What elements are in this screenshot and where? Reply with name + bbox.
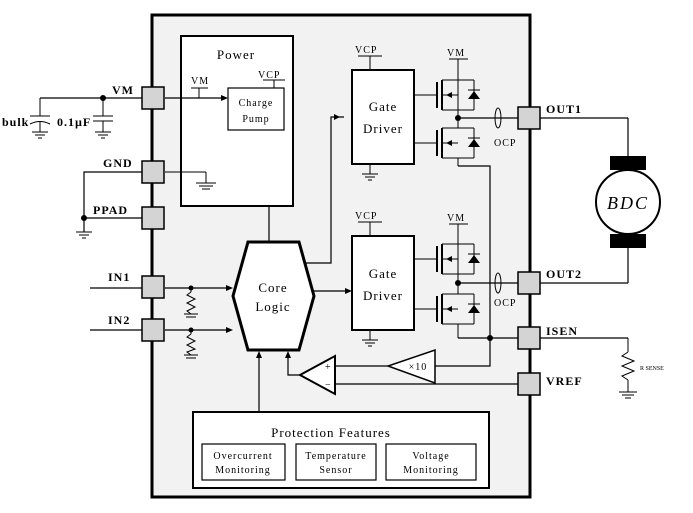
bridge-top-vm: VM bbox=[447, 48, 465, 59]
power-vm-label: VM bbox=[191, 76, 209, 87]
bridge-bottom: VM OCP bbox=[414, 213, 518, 338]
bridge-top-ocp: OCP bbox=[494, 138, 516, 149]
gd-bottom-arrow-icon bbox=[345, 288, 352, 294]
pin-ppad bbox=[141, 206, 165, 230]
pin-out2 bbox=[517, 271, 541, 295]
pin-in2-label: IN2 bbox=[108, 313, 130, 327]
core-logic-line2: Logic bbox=[255, 299, 290, 314]
gate-driver-top-vcp: VCP bbox=[355, 45, 377, 56]
vm-arrow-icon bbox=[221, 95, 228, 101]
gate-driver-bottom-vcp: VCP bbox=[355, 211, 377, 222]
cap-label: 0.1µF bbox=[57, 115, 91, 129]
protection-overcurrent-line2: Monitoring bbox=[215, 465, 271, 476]
gate-driver-bottom: VCP Gate Driver bbox=[351, 211, 415, 347]
pin-in2 bbox=[141, 318, 165, 342]
bridge-top: VM OCP bbox=[414, 48, 518, 338]
comparator-plus: + bbox=[325, 362, 332, 373]
rsense-label: R SENSE bbox=[640, 366, 664, 372]
pin-in1-label: IN1 bbox=[108, 270, 130, 284]
power-title: Power bbox=[217, 47, 255, 62]
motor-icon: BDC bbox=[595, 156, 661, 248]
comparator-minus: − bbox=[325, 380, 332, 391]
gate-driver-top: VCP Gate Driver bbox=[351, 45, 415, 181]
rsense-resistor-icon bbox=[619, 338, 637, 399]
protection-voltage-line1: Voltage bbox=[412, 451, 449, 462]
pin-out1 bbox=[517, 106, 541, 130]
protection-voltage bbox=[385, 443, 477, 481]
bulk-capacitor-icon bbox=[29, 98, 51, 139]
protection-features: Protection Features Overcurrent Monitori… bbox=[192, 411, 490, 489]
charge-pump-line2: Pump bbox=[242, 114, 269, 125]
ocp-sense-top-icon bbox=[494, 107, 502, 129]
gate-driver-top-line1: Gate bbox=[369, 99, 398, 114]
amplifier-gain: ×10 bbox=[409, 362, 428, 373]
protection-voltage-line2: Monitoring bbox=[403, 465, 459, 476]
pin-gnd-label: GND bbox=[103, 156, 133, 170]
pin-vref-label: VREF bbox=[546, 374, 583, 388]
pin-vm bbox=[141, 86, 165, 110]
protection-temperature bbox=[295, 443, 377, 481]
in2-arrow-icon bbox=[226, 327, 233, 333]
charge-pump-line1: Charge bbox=[239, 98, 274, 109]
pin-ppad-label: PPAD bbox=[93, 203, 128, 217]
gate-driver-bottom-line1: Gate bbox=[369, 266, 398, 281]
core-logic-line1: Core bbox=[258, 280, 287, 295]
pin-out2-label: OUT2 bbox=[546, 267, 582, 281]
pin-isen bbox=[517, 326, 541, 350]
pin-isen-label: ISEN bbox=[546, 324, 578, 338]
cap-0.1uf-icon bbox=[93, 98, 113, 139]
pin-gnd bbox=[141, 160, 165, 184]
power-ground-icon bbox=[165, 171, 216, 190]
gd-top-arrow-icon bbox=[334, 114, 340, 120]
pin-vref bbox=[517, 372, 541, 396]
protection-overcurrent-line1: Overcurrent bbox=[213, 451, 272, 462]
core-logic: Core Logic bbox=[231, 240, 316, 352]
gnd-external-ground-icon bbox=[76, 171, 142, 239]
protection-title: Protection Features bbox=[271, 425, 391, 440]
protection-overcurrent bbox=[201, 443, 286, 481]
motor-label: BDC bbox=[607, 193, 649, 213]
power-block: Power VM VCP Charge Pump bbox=[165, 35, 294, 207]
charge-pump bbox=[227, 87, 285, 131]
pin-vm-label: VM bbox=[112, 83, 134, 97]
bridge-bottom-ocp: OCP bbox=[494, 298, 516, 309]
in1-arrow-icon bbox=[226, 285, 233, 291]
bulk-label: bulk bbox=[2, 115, 29, 129]
protection-arrow-icon bbox=[256, 351, 262, 358]
in2-pulldown-resistor-icon bbox=[184, 327, 198, 359]
bridge-bottom-vm: VM bbox=[447, 213, 465, 224]
protection-temperature-line1: Temperature bbox=[305, 451, 366, 462]
amplifier: ×10 bbox=[385, 348, 436, 385]
in1-pulldown-resistor-icon bbox=[184, 285, 198, 318]
gate-driver-bottom-line2: Driver bbox=[363, 288, 403, 303]
pin-in1 bbox=[141, 275, 165, 299]
ocp-sense-bottom-icon bbox=[494, 272, 502, 294]
power-vcp-label: VCP bbox=[258, 70, 280, 81]
comparator-arrow-icon bbox=[285, 351, 291, 358]
gate-driver-top-line2: Driver bbox=[363, 121, 403, 136]
pin-out1-label: OUT1 bbox=[546, 102, 582, 116]
comparator: + − bbox=[297, 354, 336, 396]
protection-temperature-line2: Sensor bbox=[319, 465, 352, 476]
